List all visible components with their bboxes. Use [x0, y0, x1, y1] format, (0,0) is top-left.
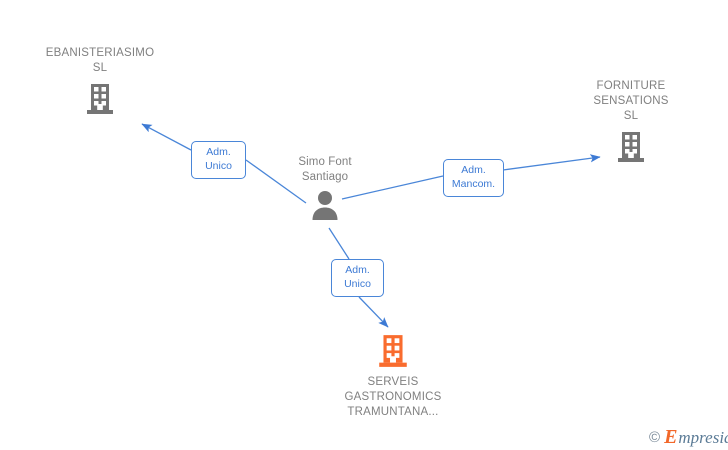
node-serveis-gastronomics[interactable]: SERVEIS GASTRONOMICS TRAMUNTANA... — [323, 333, 463, 420]
person-icon — [312, 191, 338, 220]
node-label-simo-font-santiago: Simo Font Santiago — [298, 156, 352, 183]
edge-line-person-to-unico-bottom — [328, 227, 350, 260]
building-icon — [618, 132, 644, 162]
edge-label-adm-unico-ebanisteriasimo[interactable]: Adm. Unico — [191, 141, 246, 179]
node-label-forniture-sensations: FORNITURE SENSATIONS SL — [593, 80, 669, 122]
brand-name: mpresia — [678, 427, 728, 447]
brand-initial: E — [664, 426, 678, 448]
node-simo-font-santiago[interactable]: Simo Font Santiago — [265, 155, 385, 221]
edge-label-adm-unico-serveis[interactable]: Adm. Unico — [331, 259, 384, 297]
edge-label-adm-mancom-forniture[interactable]: Adm. Mancom. — [443, 159, 504, 197]
node-forniture-sensations[interactable]: FORNITURE SENSATIONS SL — [566, 79, 696, 164]
building-icon — [379, 335, 407, 367]
building-icon — [87, 84, 113, 114]
edge-line-unico-left-to-ebanisteriasimo — [141, 123, 192, 151]
edge-line-unico-bottom-to-serveis — [358, 296, 389, 328]
node-label-serveis-gastronomics: SERVEIS GASTRONOMICS TRAMUNTANA... — [344, 376, 442, 418]
node-label-ebanisteriasimo: EBANISTERIASIMO SL — [45, 47, 155, 74]
empresia-watermark: © E mpresia — [649, 427, 728, 447]
copyright-icon: © — [649, 428, 661, 446]
node-ebanisteriasimo[interactable]: EBANISTERIASIMO SL — [31, 46, 169, 116]
